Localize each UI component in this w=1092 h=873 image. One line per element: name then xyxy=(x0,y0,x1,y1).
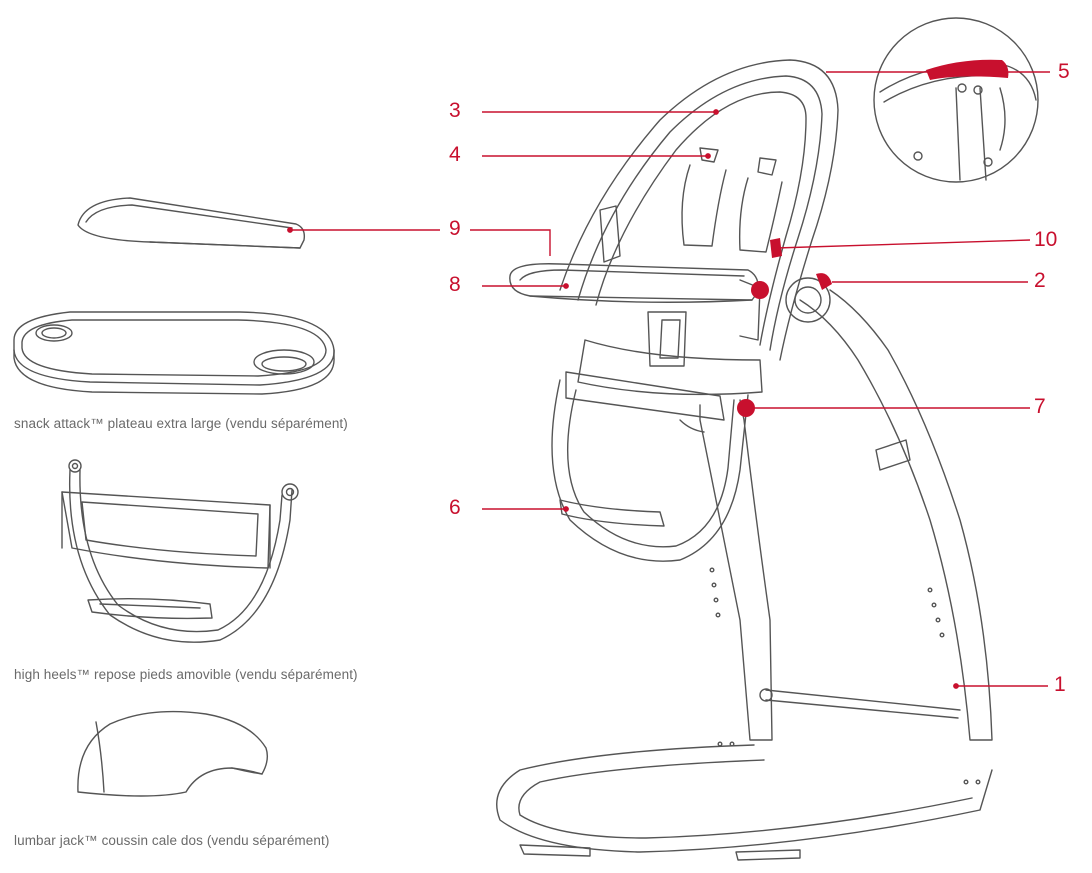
height-button-highlight xyxy=(737,399,755,417)
callout-7: 7 xyxy=(1034,395,1046,418)
callout-3: 3 xyxy=(449,99,461,122)
highchair-illustration xyxy=(496,59,993,861)
lumbar-cushion-illustration xyxy=(77,710,269,797)
leader-line-10 xyxy=(775,239,1031,249)
tray-release-highlight xyxy=(751,281,769,299)
callout-5: 5 xyxy=(1058,60,1070,83)
caption-lumbar: lumbar jack™ coussin cale dos (vendu sép… xyxy=(14,833,330,848)
callout-2: 2 xyxy=(1034,269,1046,292)
caption-xl-tray: snack attack™ plateau extra large (vendu… xyxy=(14,416,348,431)
footrest-illustration xyxy=(61,459,299,643)
pivot-knob-highlight xyxy=(816,273,832,290)
standard-tray-illustration xyxy=(77,197,306,249)
xl-tray-illustration xyxy=(13,311,335,395)
callout-6: 6 xyxy=(449,496,461,519)
callout-1: 1 xyxy=(1054,673,1066,696)
inset-detail-illustration xyxy=(873,17,1039,183)
caption-footrest: high heels™ repose pieds amovible (vendu… xyxy=(14,667,358,682)
leader-line-9b xyxy=(470,229,551,256)
callout-9: 9 xyxy=(449,217,461,240)
callout-4: 4 xyxy=(449,143,461,166)
callout-8: 8 xyxy=(449,273,461,296)
callout-10: 10 xyxy=(1034,228,1058,251)
recline-handle-highlight xyxy=(926,59,1009,80)
